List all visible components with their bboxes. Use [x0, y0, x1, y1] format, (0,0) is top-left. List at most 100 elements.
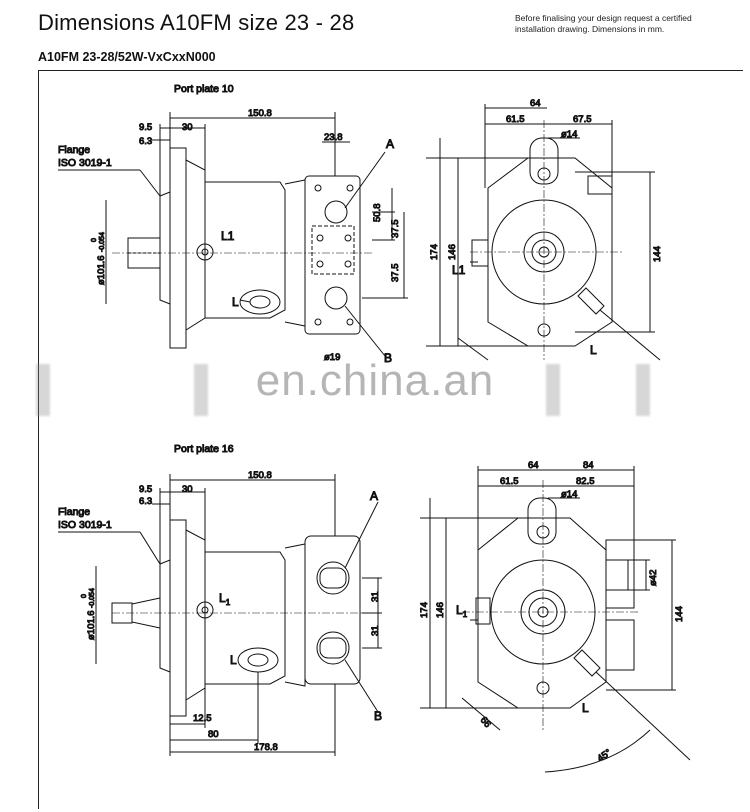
bottom-dim-178-8: 178.8 — [254, 742, 278, 753]
top-dim-37-5a: 37.5 — [390, 220, 401, 239]
top-dim-37-5b: 37.5 — [390, 264, 401, 283]
top-front-dim-144: 144 — [652, 246, 663, 262]
drawing-frame — [38, 70, 743, 809]
bottom-front-dim-61-5: 61.5 — [500, 476, 519, 487]
bottom-front-l1-label: L1 — [456, 603, 468, 619]
bottom-l-label: L — [230, 653, 237, 667]
watermark: en.china.an — [255, 356, 495, 405]
top-front-dim-14: ø14 — [561, 129, 577, 140]
top-dim-50-8: 50.8 — [372, 204, 383, 223]
bottom-flange-neck — [185, 529, 206, 701]
bottom-front-dim-84: 84 — [583, 460, 594, 471]
top-a-label: A — [386, 137, 394, 151]
top-front-view — [426, 104, 661, 361]
top-l1-port — [196, 243, 214, 261]
bottom-port-plate-label: Port plate 16 — [174, 443, 234, 455]
model-code: A10FM 23-28/52W-VxCxxN000 — [38, 50, 216, 64]
top-flange-label: Flange — [58, 144, 90, 156]
bottom-dim-12-5: 12.5 — [193, 713, 212, 724]
bottom-dim-31a: 31 — [370, 591, 381, 602]
top-port-a — [324, 200, 348, 224]
watermark-bar-2 — [194, 364, 208, 416]
top-dim-23-8: 23.8 — [324, 132, 343, 143]
top-pilot — [159, 191, 171, 305]
top-front-l-label: L — [590, 343, 597, 357]
page-title: Dimensions A10FM size 23 - 28 — [38, 10, 355, 35]
top-side-view — [58, 112, 408, 357]
bottom-flange-standard: ISO 3019-1 — [58, 519, 112, 531]
top-flange-plate — [169, 147, 187, 349]
top-dim-30: 30 — [182, 122, 193, 133]
top-front-dim-174: 174 — [429, 244, 440, 260]
bottom-front-view — [420, 466, 691, 773]
top-body — [205, 181, 286, 319]
top-l-port — [239, 289, 281, 315]
bottom-l1-label: L1 — [219, 591, 231, 607]
top-front-l1-label: L1 — [452, 263, 466, 277]
top-tol-dn: -0.054 — [99, 232, 106, 252]
top-flange-standard: ISO 3019-1 — [58, 157, 112, 169]
bottom-b-label: B — [374, 709, 382, 723]
bottom-dim-dia: ø101.6 — [86, 610, 97, 640]
bottom-l-port — [237, 647, 279, 673]
top-port-b — [324, 286, 348, 310]
top-front-dim-61-5: 61.5 — [506, 114, 525, 125]
bottom-l1-main: L — [219, 591, 226, 605]
bottom-port-a — [316, 561, 350, 595]
bottom-front-dim-66: 66 — [478, 715, 493, 730]
bottom-front-dim-82-5: 82.5 — [576, 476, 595, 487]
bottom-front-dim-144: 144 — [674, 606, 685, 622]
bottom-dim-9-5: 9.5 — [139, 484, 152, 495]
bottom-port-b — [316, 631, 350, 665]
bottom-dim-150-8: 150.8 — [248, 470, 272, 481]
bottom-front-port-block — [605, 539, 635, 609]
bottom-pilot — [159, 559, 171, 673]
bottom-front-l1-main: L — [456, 603, 463, 617]
bottom-front-dim-14: ø14 — [561, 489, 577, 500]
bottom-dim-31b: 31 — [370, 625, 381, 636]
bottom-front-dim-174: 174 — [419, 602, 430, 618]
watermark-bar-right — [636, 364, 650, 416]
top-b-label: B — [384, 351, 392, 365]
top-front-l-boss — [577, 287, 605, 315]
top-front-housing — [487, 157, 613, 347]
top-l-label: L — [232, 295, 239, 309]
top-dim-150-8: 150.8 — [248, 108, 272, 119]
top-dim-dia: ø101.6 — [96, 255, 107, 285]
bottom-front-l-boss — [573, 649, 601, 677]
watermark-bar-3 — [546, 364, 560, 416]
top-front-dim-64: 64 — [530, 98, 541, 109]
bottom-front-l1-sub: 1 — [463, 610, 468, 619]
top-front-dim-67-5: 67.5 — [573, 114, 592, 125]
top-dim-6-3: 6.3 — [139, 136, 152, 147]
bottom-flange-label: Flange — [58, 506, 90, 518]
bottom-dim-6-3: 6.3 — [139, 496, 152, 507]
bottom-tol-dn: -0.054 — [89, 588, 96, 608]
bottom-port-plate — [304, 535, 361, 685]
bottom-flange-plate — [169, 519, 187, 717]
bottom-a-label: A — [370, 489, 378, 503]
bottom-front-ear — [527, 497, 557, 545]
bottom-side-view — [58, 474, 382, 756]
bottom-dim-80: 80 — [208, 729, 219, 740]
bottom-l1-port — [196, 601, 214, 619]
bottom-front-housing — [477, 517, 607, 709]
bottom-front-l1-boss — [475, 597, 491, 625]
bottom-l1-sub: 1 — [226, 598, 231, 607]
design-note: Before finalising your design request a … — [515, 13, 735, 35]
top-l1-label: L1 — [221, 229, 235, 243]
note-line-1: Before finalising your design request a … — [515, 13, 692, 23]
bottom-tol-up: 0 — [81, 594, 88, 598]
bottom-front-angle-arc — [544, 729, 651, 773]
bottom-front-dim-146: 146 — [435, 602, 446, 618]
top-front-l1-boss — [471, 239, 489, 267]
top-front-dim-146: 146 — [447, 244, 458, 260]
bottom-front-dim-42: ø42 — [648, 570, 659, 586]
bottom-front-dim-64: 64 — [528, 460, 539, 471]
top-dim-19: ø19 — [324, 352, 340, 363]
bottom-front-l-label: L — [582, 701, 589, 715]
watermark-bar-left — [36, 364, 50, 416]
bottom-body — [284, 543, 306, 687]
top-tol-up: 0 — [91, 238, 98, 242]
